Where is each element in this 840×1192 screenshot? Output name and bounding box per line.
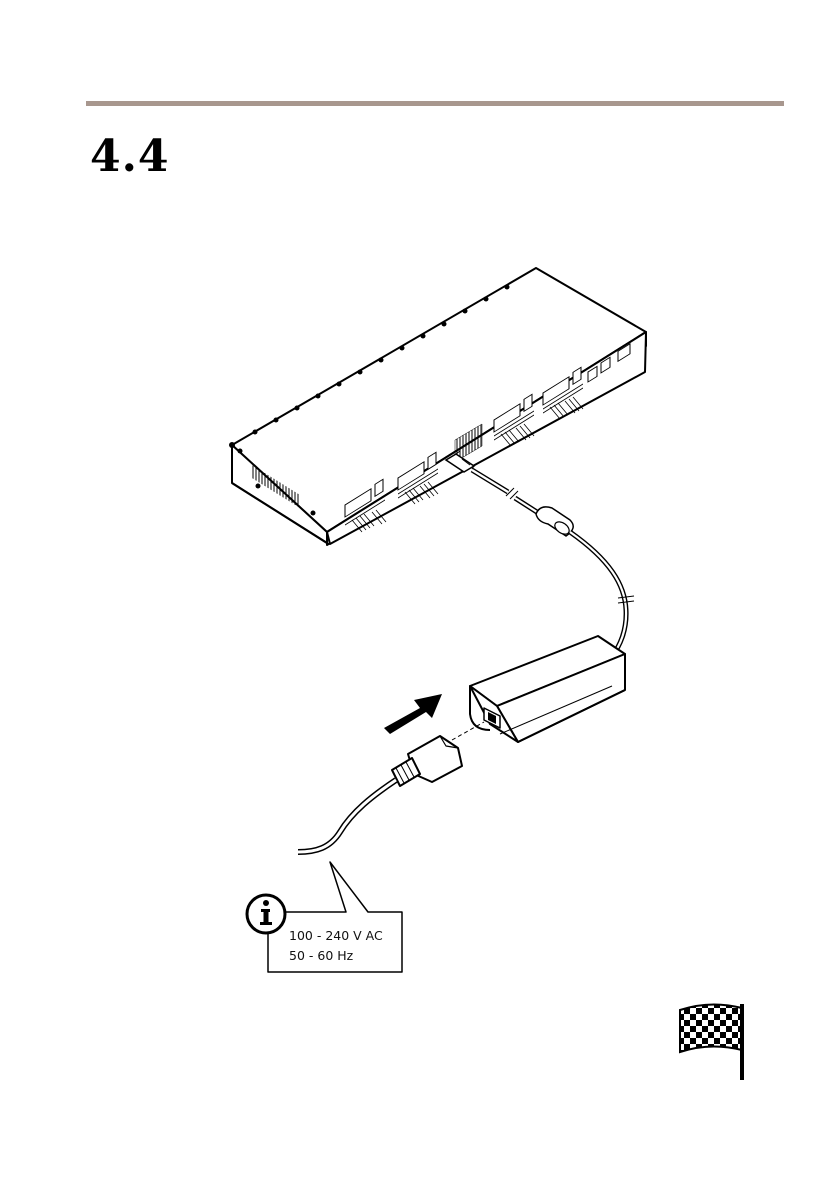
info-icon [247, 895, 285, 933]
frequency-spec: 50 - 60 Hz [289, 948, 399, 963]
voltage-spec: 100 - 240 V AC [289, 928, 399, 943]
ac-power-plug [392, 736, 462, 786]
dc-power-cable [446, 451, 634, 656]
insert-direction-arrow [384, 694, 442, 734]
ac-power-cord [298, 780, 396, 852]
power-adapter [470, 636, 625, 742]
alignment-guide [452, 722, 484, 740]
checkered-flag-icon [680, 1004, 742, 1080]
